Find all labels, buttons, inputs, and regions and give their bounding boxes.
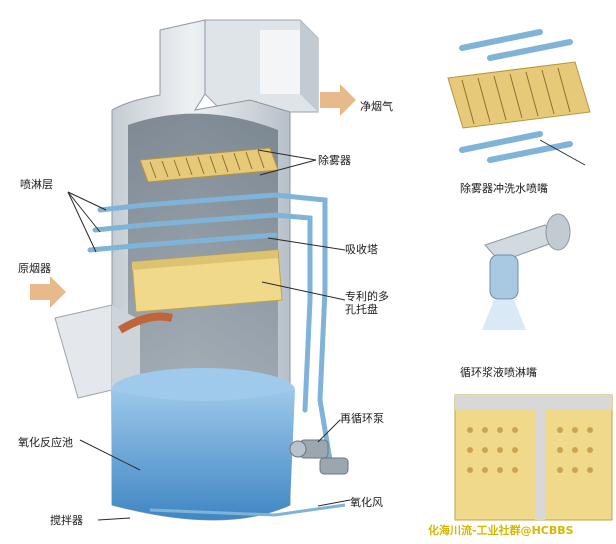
outlet-duct [204, 19, 319, 113]
recirculation-pumps [289, 439, 349, 475]
label-patented-tray: 专利的多孔托盘 [345, 290, 389, 316]
label-oxidation-air: 氧化风 [350, 496, 383, 509]
inlet-duct [54, 304, 174, 399]
label-oxidation-tank: 氧化反应池 [18, 436, 73, 449]
label-agitator: 搅拌器 [50, 514, 83, 527]
perforated-tray [131, 249, 283, 313]
slurry-pool [111, 368, 295, 520]
label-demister: 除雾器 [318, 154, 351, 167]
label-spray-layer: 喷淋层 [20, 178, 53, 191]
label-slurry-spray-nozzle: 循环浆液喷淋嘴 [460, 366, 537, 379]
inset-tray-closeup [454, 394, 613, 521]
demister-pack [139, 147, 279, 183]
watermark: 化海川流-工业社群@HCBBS [428, 524, 574, 537]
label-demister-wash-nozzle: 除雾器冲洗水喷嘴 [460, 182, 548, 195]
inset-slurry-nozzle [482, 213, 571, 330]
label-clean-flue-gas: 净烟气 [360, 100, 393, 113]
label-raw-flue-gas: 原烟器 [18, 262, 51, 275]
leader-lines [67, 149, 351, 521]
label-absorber-tower: 吸收塔 [345, 243, 378, 256]
spray-headers [87, 192, 333, 463]
oxidation-air-pipe [149, 503, 346, 517]
inset-demister-wash [447, 29, 591, 166]
flow-arrows [30, 84, 356, 308]
label-recirculation-pump: 再循环泵 [340, 412, 384, 425]
